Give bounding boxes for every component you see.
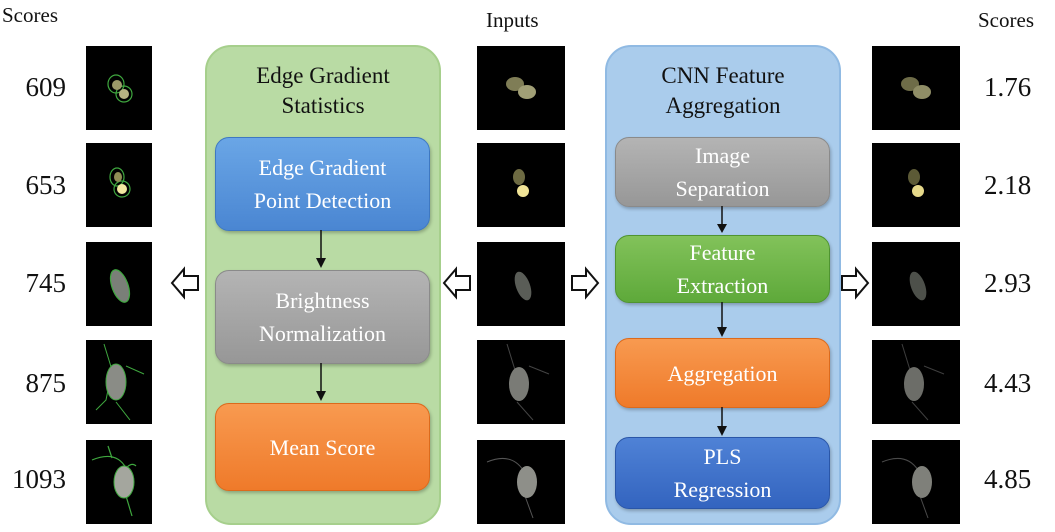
right-score-1: 1.76 [984,72,1032,102]
step-label: Extraction [676,273,769,298]
pls-regression-step: PLS Regression [615,437,830,509]
right-scores-header: Scores [978,8,1034,32]
down-arrow-icon [316,363,326,401]
right-thumbnail-3 [872,242,960,326]
step-label: Brightness [275,288,370,313]
input-thumbnail-4 [477,340,565,424]
left-hollow-arrow-icon [170,266,199,300]
left-score-5: 1093 [12,464,66,494]
step-label: Image [695,143,750,168]
right-score-2: 2.18 [984,170,1032,200]
left-score-2: 653 [25,170,67,200]
step-label: PLS [703,444,742,469]
right-thumbnail-1 [872,46,960,130]
left-thumbnail-4 [86,340,152,424]
left-score-4: 875 [25,368,67,398]
left-thumbnail-5 [86,440,152,524]
step-label: Separation [675,176,770,201]
inputs-header: Inputs [486,8,539,32]
right-score-4: 4.43 [984,368,1032,398]
inputs-left-hollow-arrow-icon [442,266,471,300]
step-label: Edge Gradient [258,155,387,180]
right-thumbnail-2 [872,143,960,227]
left-score-1: 609 [25,72,67,102]
step-label: Normalization [258,321,387,346]
step-label: Mean Score [269,434,376,460]
right-score-3: 2.93 [984,268,1032,298]
step-label: Feature [689,240,756,265]
left-thumbnail-1 [86,46,152,130]
down-arrow-icon [717,206,727,233]
right-hollow-arrow-icon [841,266,870,300]
left-score-3: 745 [25,268,67,298]
right-panel-title-line2: Aggregation [665,93,781,118]
inputs-right-hollow-arrow-icon [571,266,600,300]
right-panel-title-line1: CNN Feature [661,63,785,88]
step-label: Point Detection [253,188,392,213]
input-thumbnail-2 [477,143,565,227]
down-arrow-icon [717,407,727,436]
step-label: Aggregation [667,360,778,386]
aggregation-step: Aggregation [615,338,830,408]
input-thumbnail-3 [477,242,565,326]
step-label: Regression [673,477,772,502]
left-thumbnail-2 [86,143,152,227]
left-panel-title-line2: Statistics [281,93,365,118]
down-arrow-icon [316,230,326,268]
input-thumbnail-5 [477,440,565,524]
right-score-5: 4.85 [984,464,1032,494]
input-thumbnail-1 [477,46,565,130]
left-panel-title-line1: Edge Gradient [256,63,390,88]
left-thumbnail-3 [86,242,152,326]
right-thumbnail-5 [872,440,960,524]
right-thumbnail-4 [872,340,960,424]
down-arrow-icon [717,302,727,337]
mean-score-step: Mean Score [215,403,430,491]
left-scores-header: Scores [2,3,58,27]
